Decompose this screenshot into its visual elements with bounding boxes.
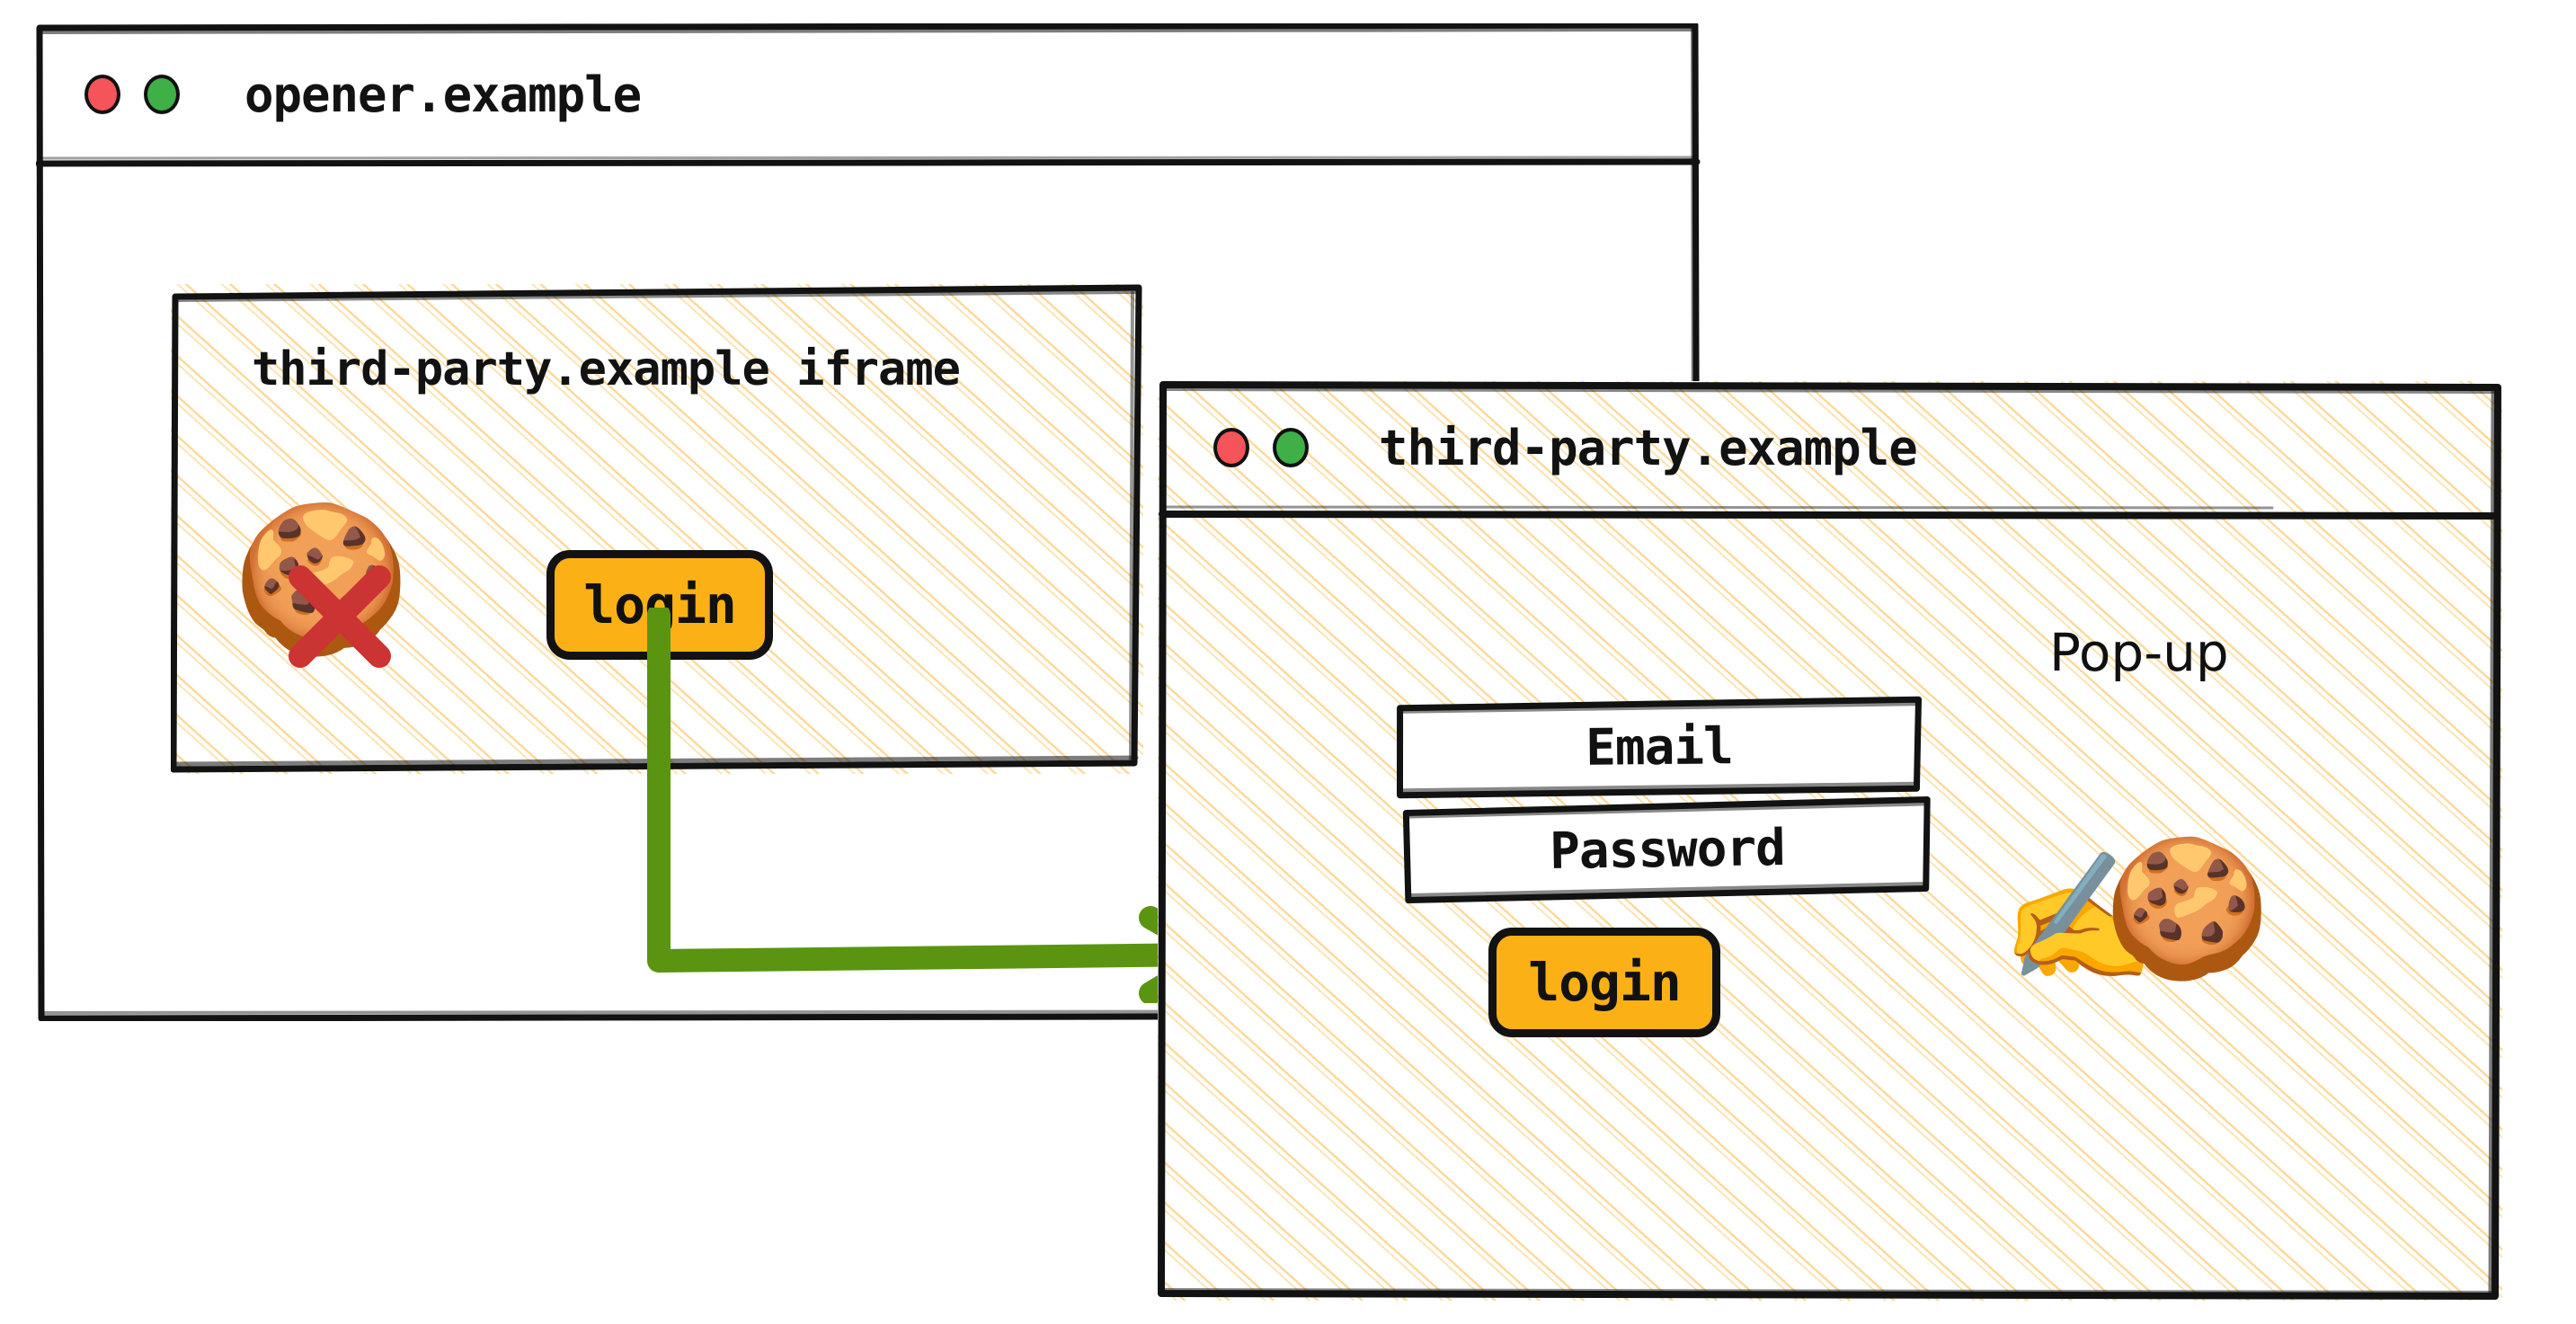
close-dot[interactable]: [1213, 428, 1249, 467]
email-field[interactable]: Email: [1397, 696, 1923, 799]
iframe-login-button[interactable]: login: [546, 550, 773, 660]
popup-browser-window: third-party.example Email Password login: [1158, 381, 2502, 1301]
blocked-x-icon: [289, 565, 391, 668]
email-field-value: Email: [1585, 716, 1734, 778]
cookie-icon: 🍪: [2103, 831, 2271, 987]
writing-hand-icon: ✍️: [2001, 845, 2158, 991]
popup-window-title: third-party.example: [1379, 419, 1918, 476]
popup-titlebar: third-party.example: [1158, 381, 2502, 514]
close-dot[interactable]: [84, 75, 120, 114]
password-field-value: Password: [1549, 818, 1786, 881]
maximize-dot[interactable]: [144, 75, 180, 114]
popup-label: Pop-up: [2049, 622, 2229, 683]
popup-traffic-lights: [1213, 428, 1309, 467]
popup-login-button[interactable]: login: [1488, 928, 1720, 1037]
opener-window-title: opener.example: [244, 66, 642, 123]
opener-traffic-lights: [84, 75, 180, 114]
maximize-dot[interactable]: [1273, 428, 1309, 467]
iframe-cookie-blocked-indicator: 🍪: [232, 507, 411, 673]
opener-titlebar: opener.example: [36, 23, 1701, 165]
iframe-label: third-party.example iframe: [252, 342, 961, 396]
password-field[interactable]: Password: [1402, 795, 1931, 904]
